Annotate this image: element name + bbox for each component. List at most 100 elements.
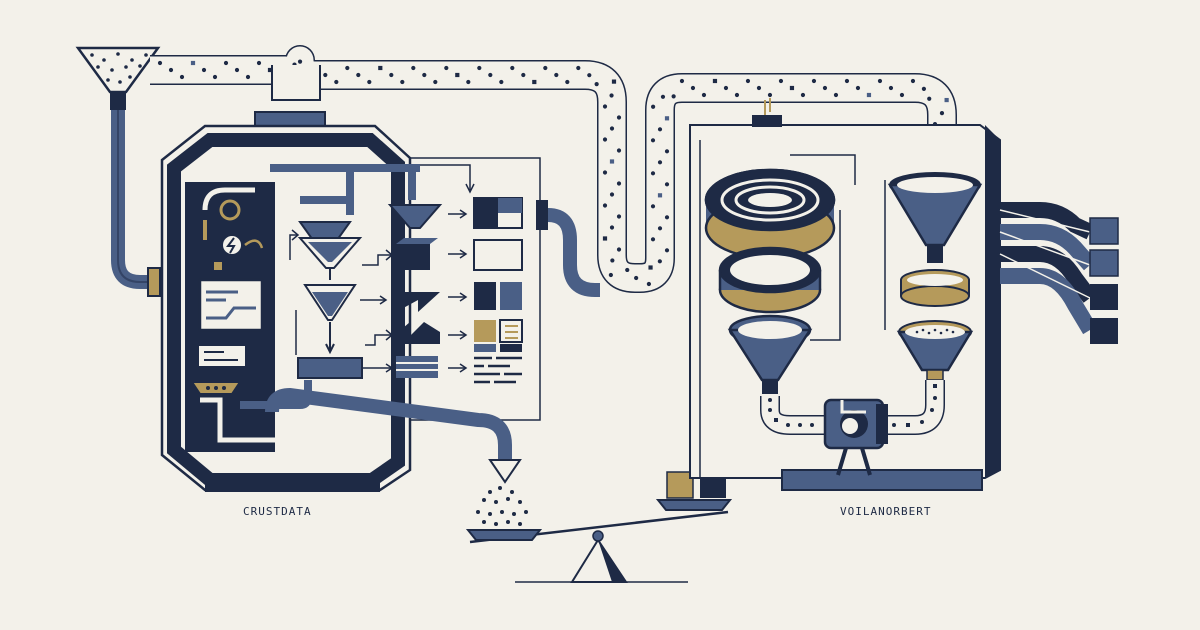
data-particle [672,94,676,98]
data-tiles [420,165,522,382]
data-particle [647,282,651,286]
data-particle [400,80,404,84]
data-particle [512,512,516,516]
crustdata-machine [162,126,440,492]
data-particle [603,170,607,174]
data-particle [565,80,569,84]
data-particle [506,497,510,501]
data-particle [612,79,616,83]
data-particle [658,127,662,131]
data-particle [603,137,607,141]
output-cables [1000,210,1118,344]
data-particle [110,68,114,72]
data-particle [945,98,949,102]
input-feed-pipe [118,110,160,282]
data-particle [930,408,934,412]
data-particle [476,510,480,514]
data-particle [378,66,382,70]
data-particle [768,93,772,97]
data-particle [118,80,122,84]
data-particle [518,500,522,504]
data-particle [735,93,739,97]
data-particle [144,53,148,57]
data-particle [466,80,470,84]
data-particle [603,203,607,207]
data-particle [940,111,944,115]
data-particle [665,116,669,120]
data-particle [246,75,250,79]
data-particle [367,80,371,84]
data-particle [169,68,173,72]
data-particle [554,73,558,77]
data-particle [444,66,448,70]
data-particle [532,80,536,84]
data-particle [617,115,621,119]
voilanorbert-label: VOILANORBERT [840,505,931,518]
data-particle [658,226,662,230]
data-particle [433,80,437,84]
data-particle [927,97,931,101]
data-particle [634,276,638,280]
data-particle [922,87,926,91]
data-particle [610,126,614,130]
data-particle [138,64,142,68]
data-particle [617,247,621,251]
data-particle [595,82,599,86]
data-particle [494,522,498,526]
data-particle [610,159,614,163]
data-particle [658,160,662,164]
data-particle [102,58,106,62]
data-particle [617,214,621,218]
data-particle [798,423,802,427]
data-particle [96,65,100,69]
data-particle [213,75,217,79]
ring-filter [720,248,820,312]
balance-scale-icon [468,472,730,582]
data-particle [906,423,910,427]
data-particle [130,58,134,62]
data-particle [658,259,662,263]
data-particle [482,498,486,502]
data-particle [933,384,937,388]
data-particle [661,95,665,99]
data-particle [610,192,614,196]
data-particle [867,93,871,97]
data-particle [609,273,613,277]
data-particle [757,86,761,90]
data-particle [494,500,498,504]
data-particle [488,512,492,516]
voilanorbert-machine [690,98,1000,490]
data-particle [498,486,502,490]
data-particle [455,73,459,77]
data-particle [477,66,481,70]
data-particle [576,66,580,70]
data-particle [191,61,195,65]
data-particle [482,520,486,524]
data-particle [500,510,504,514]
intake-port [255,112,325,126]
data-particle [651,138,655,142]
data-particle [603,236,607,240]
outlet-port [536,200,548,230]
data-particle [702,93,706,97]
data-particle [713,79,717,83]
data-particle [911,79,915,83]
data-particle [488,490,492,494]
data-particle [587,73,591,77]
data-particle [116,52,120,56]
data-particle [625,268,629,272]
data-particle [106,78,110,82]
data-particle [878,79,882,83]
data-particle [235,68,239,72]
data-particle [90,53,94,57]
data-particle [665,182,669,186]
data-particle [933,396,937,400]
data-particle [651,171,655,175]
data-particle [834,93,838,97]
data-particle [411,66,415,70]
data-particle [524,510,528,514]
data-particle [158,61,162,65]
data-particle [768,398,772,402]
data-particle [499,80,503,84]
